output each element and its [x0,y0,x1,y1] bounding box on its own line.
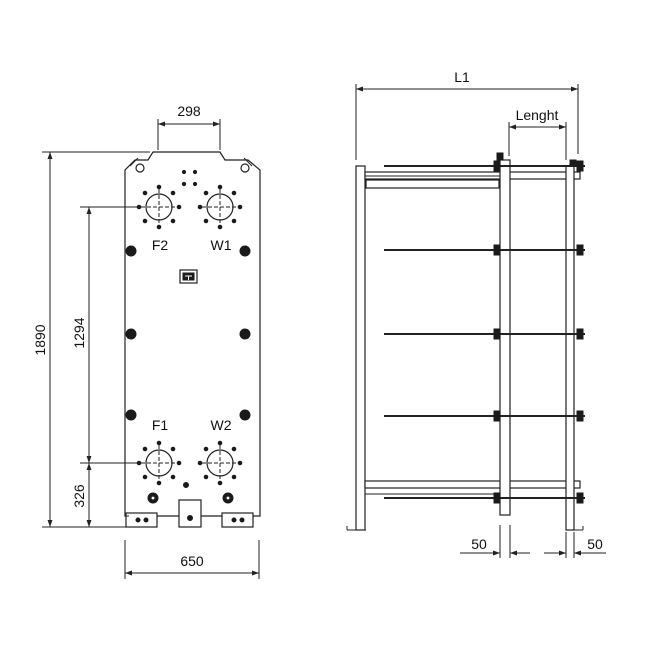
front-view: F2 W1 F1 W2 298 650 1890 [32,103,261,579]
guiding-bar [364,480,581,489]
dimension-overall-length: L1 [355,69,579,160]
tie-bolt-nuts [493,152,584,504]
dimension-label-overall-length: L1 [454,69,470,85]
dimension-port-distance: 1294 [71,206,144,464]
dimension-label-port-spacing: 298 [177,103,201,119]
dimension-label-left-clearance: 50 [471,536,487,552]
dimension-plate-pack: Lenght [508,107,567,160]
dimension-label-bottom-offset: 326 [71,484,87,508]
port-f1 [136,440,182,486]
tie-bolts [384,165,585,499]
dimension-bottom-offset: 326 [71,463,92,527]
front-feet [125,499,254,528]
port-f2 [136,184,182,230]
frame-plate [124,151,261,517]
tie-bolt-holes [125,245,251,504]
dimension-right-clearance: 50 [544,532,606,558]
port-w1 [197,184,243,230]
port-label-w2: W2 [211,417,232,433]
fixed-frame-plate [355,165,366,531]
dimension-label-height: 1890 [32,324,48,355]
port-label-f1: F1 [152,417,169,433]
support-column [565,165,575,531]
dimension-label-port-distance: 1294 [71,317,87,348]
dimension-label-width: 650 [180,553,204,569]
nameplate-icon [179,269,198,284]
dimension-label-plate-pack: Lenght [516,107,559,123]
port-label-f2: F2 [152,237,169,253]
port-label-w1: W1 [211,237,232,253]
dimension-left-clearance: 50 [460,525,530,558]
side-view: L1 Lenght 50 50 [346,69,606,558]
dimension-port-spacing: 298 [157,103,221,150]
dimension-label-right-clearance: 50 [587,536,603,552]
pressure-plate [499,159,511,516]
dimension-width: 650 [124,540,260,579]
port-w2 [197,440,243,486]
dimension-height: 1890 [32,151,150,528]
